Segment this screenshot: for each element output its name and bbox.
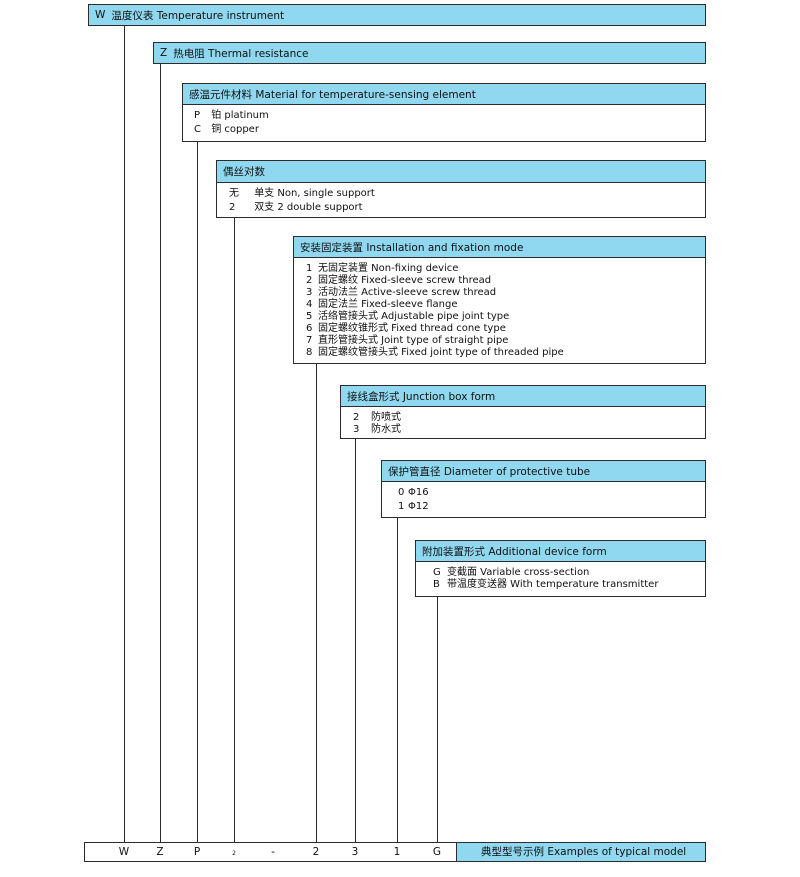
- item-text: 防喷式: [371, 412, 401, 423]
- item-text: 固定螺纹管接头式 Fixed joint type of threaded pi…: [318, 347, 564, 358]
- item-code: 2: [353, 412, 360, 423]
- item-text: 双支 2 double support: [254, 202, 363, 213]
- item-code: 4: [306, 299, 313, 310]
- item-text: 活络管接头式 Adjustable pipe joint type: [318, 311, 510, 322]
- connector-line-junction: [355, 438, 356, 842]
- section-pairs-body: 无 单支 Non, single support 2 双支 2 double s…: [216, 183, 706, 218]
- item-code: 6: [306, 323, 313, 334]
- section-install-title: 安装固定装置 Installation and fixation mode: [300, 241, 524, 254]
- section-pairs-header: 偶丝对数: [216, 160, 706, 183]
- section-additional-body: G 变截面 Variable cross-section B 带温度变送器 With…: [415, 562, 706, 597]
- list-item: 2 双支 2 double support: [229, 201, 705, 215]
- section-material-header: 感温元件材料 Material for temperature-sensing …: [182, 83, 706, 105]
- list-item: P 铂 platinum: [194, 109, 705, 123]
- connector-line-additional: [437, 596, 438, 842]
- example-cell-junction: 3: [351, 846, 359, 858]
- section-additional-title: 附加装置形式 Additional device form: [422, 545, 607, 558]
- item-code: 3: [306, 287, 313, 298]
- connector-line-z: [160, 64, 161, 842]
- section-w-code: W: [95, 9, 106, 21]
- list-item: 3 活动法兰 Active-sleeve screw thread: [306, 287, 705, 299]
- item-text: 单支 Non, single support: [254, 188, 375, 199]
- list-item: 8 固定螺纹管接头式 Fixed joint type of threaded p…: [306, 347, 705, 359]
- connector-line-w: [124, 25, 125, 842]
- section-tube-header: 保护管直径 Diameter of protective tube: [381, 460, 706, 482]
- item-code: 1: [306, 263, 313, 274]
- item-text: 固定螺纹 Fixed-sleeve screw thread: [318, 275, 492, 286]
- section-junction-body: 2 防喷式 3 防水式: [340, 407, 706, 439]
- item-code: 5: [306, 311, 313, 322]
- item-text: 直形管接头式 Joint type of straight pipe: [318, 335, 509, 346]
- section-z-code: Z: [160, 47, 168, 59]
- section-pairs-title: 偶丝对数: [223, 166, 265, 178]
- item-code: 8: [306, 347, 313, 358]
- list-item: 1 无固定装置 Non-fixing device: [306, 263, 705, 275]
- item-text: 铜 copper: [211, 124, 259, 135]
- example-cell-dash: -: [271, 846, 275, 858]
- connector-line-pairs: [234, 217, 235, 842]
- list-item: 2 防喷式: [353, 412, 705, 424]
- list-item: 2 固定螺纹 Fixed-sleeve screw thread: [306, 275, 705, 287]
- item-code: 7: [306, 335, 313, 346]
- connector-line-tube: [397, 517, 398, 842]
- item-code: 2: [229, 202, 236, 213]
- example-label: 典型型号示例 Examples of typical model: [456, 843, 705, 861]
- section-additional-header: 附加装置形式 Additional device form: [415, 540, 706, 562]
- item-code: 无: [229, 188, 239, 199]
- item-code: G: [433, 567, 441, 578]
- item-code: C: [194, 124, 201, 135]
- section-junction-header: 接线盒形式 Junction box form: [340, 385, 706, 407]
- section-z-header: Z 热电阻 Thermal resistance: [153, 42, 706, 64]
- list-item: 无 单支 Non, single support: [229, 187, 705, 201]
- list-item: 6 固定螺纹锥形式 Fixed thread cone type: [306, 323, 705, 335]
- list-item: 4 固定法兰 Fixed-sleeve flange: [306, 299, 705, 311]
- example-cell-install: 2: [312, 846, 320, 858]
- item-text: 带温度变送器 With temperature transmitter: [447, 579, 659, 590]
- item-code: 2: [306, 275, 313, 286]
- section-install-header: 安装固定装置 Installation and fixation mode: [293, 236, 706, 258]
- item-text: 铂 platinum: [211, 110, 269, 121]
- item-code: P: [194, 110, 201, 121]
- list-item: 7 直形管接头式 Joint type of straight pipe: [306, 335, 705, 347]
- list-item: C 铜 copper: [194, 123, 705, 137]
- item-code: B: [433, 579, 440, 590]
- example-cell-additional: G: [432, 846, 442, 858]
- item-text: 无固定装置 Non-fixing device: [318, 263, 459, 274]
- section-tube-title: 保护管直径 Diameter of protective tube: [388, 465, 591, 478]
- item-text: 变截面 Variable cross-section: [447, 567, 590, 578]
- item-text: Φ16: [408, 487, 429, 498]
- list-item: G 变截面 Variable cross-section: [433, 567, 705, 579]
- example-cell-tube: 1: [393, 846, 401, 858]
- list-item: B 带温度变送器 With temperature transmitter: [433, 579, 705, 591]
- list-item: 5 活络管接头式 Adjustable pipe joint type: [306, 311, 705, 323]
- example-cell-p: P: [193, 846, 201, 858]
- connector-line-install: [316, 363, 317, 842]
- item-text: 固定螺纹锥形式 Fixed thread cone type: [318, 323, 506, 334]
- list-item: 3 防水式: [353, 424, 705, 436]
- item-code: 1: [398, 501, 405, 512]
- section-w-header: W 温度仪表 Temperature instrument: [88, 4, 706, 26]
- section-z-title: 热电阻 Thermal resistance: [173, 47, 309, 60]
- item-text: 固定法兰 Fixed-sleeve flange: [318, 299, 458, 310]
- section-install-body: 1 无固定装置 Non-fixing device 2 固定螺纹 Fixed-sle…: [293, 258, 706, 364]
- item-text: 防水式: [371, 424, 401, 435]
- section-w-title: 温度仪表 Temperature instrument: [111, 9, 285, 22]
- section-material-body: P 铂 platinum C 铜 copper: [182, 105, 706, 142]
- connector-line-p: [197, 141, 198, 842]
- example-cell-w: W: [118, 846, 130, 858]
- item-text: Φ12: [408, 501, 429, 512]
- section-junction-title: 接线盒形式 Junction box form: [347, 390, 496, 403]
- example-cell-pairs: 2: [232, 850, 236, 857]
- item-code: 0: [398, 487, 405, 498]
- item-text: 活动法兰 Active-sleeve screw thread: [318, 287, 497, 298]
- item-code: 3: [353, 424, 360, 435]
- section-material-title: 感温元件材料 Material for temperature-sensing …: [189, 88, 476, 101]
- example-cell-z: Z: [156, 846, 164, 858]
